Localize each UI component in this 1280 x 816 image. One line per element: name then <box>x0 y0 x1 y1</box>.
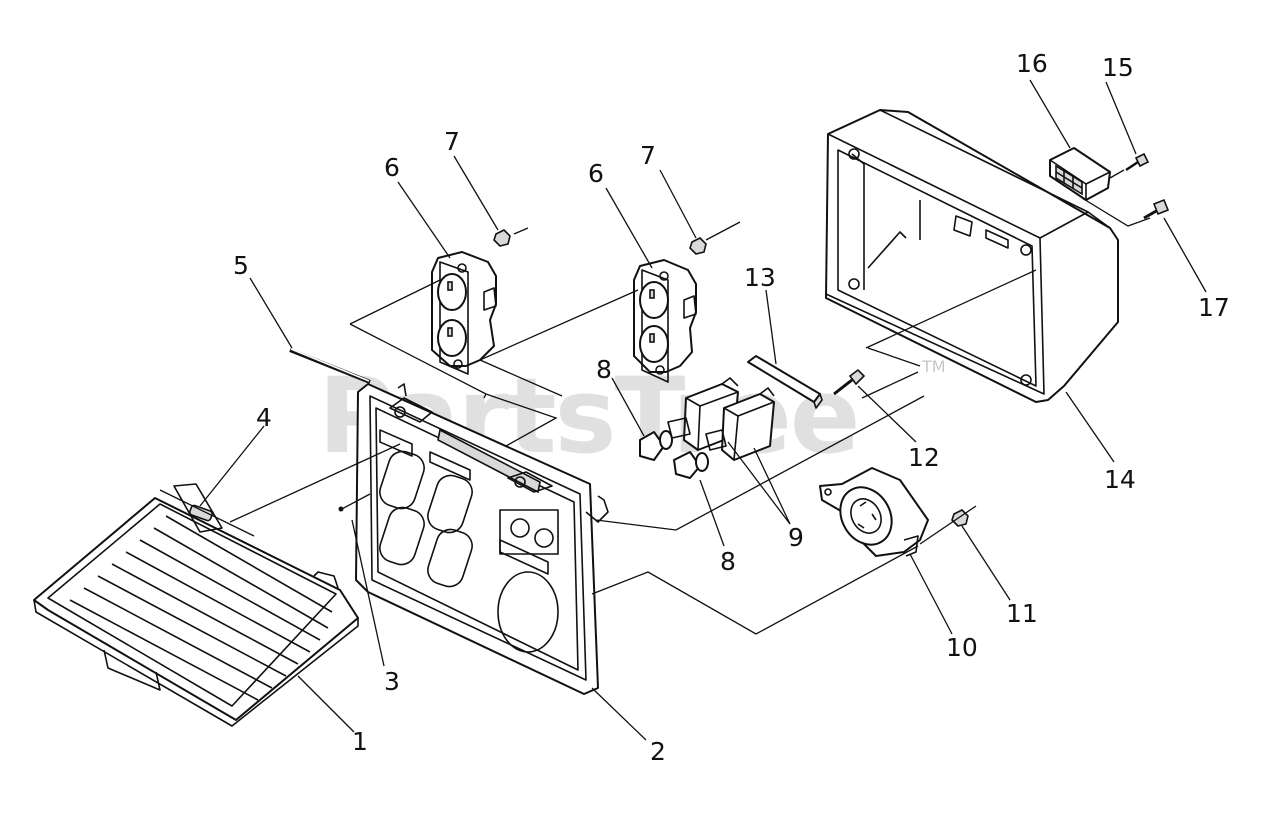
panel-outlet-openings <box>379 450 559 653</box>
part-13-bar[interactable] <box>747 355 823 409</box>
callout-11: 11 <box>1006 599 1038 628</box>
callout-1: 1 <box>352 727 368 756</box>
callout-8-lower: 8 <box>720 547 736 576</box>
callout-15: 15 <box>1102 53 1134 82</box>
part-10-twistlock-receptacle[interactable] <box>819 467 929 557</box>
part-16-terminal-block[interactable] <box>1049 147 1111 201</box>
part-2-control-panel[interactable] <box>355 383 609 695</box>
part-17-screw[interactable] <box>1143 198 1170 220</box>
callout-14: 14 <box>1104 465 1136 494</box>
part-7-nut-left[interactable] <box>493 229 511 247</box>
part-9-breaker-lower[interactable] <box>705 387 775 461</box>
cover-ribs <box>69 515 333 701</box>
part-6-receptacle-right[interactable] <box>633 259 697 383</box>
part-7-nut-right[interactable] <box>689 237 707 255</box>
callout-7-left: 7 <box>444 127 460 156</box>
callout-13: 13 <box>744 263 776 292</box>
callout-17: 17 <box>1198 293 1230 322</box>
callout-7-right: 7 <box>640 141 656 170</box>
part-5-rod[interactable] <box>289 348 371 384</box>
part-15-screw[interactable] <box>1125 152 1150 172</box>
part-6-receptacle-left[interactable] <box>431 251 497 375</box>
part-8-lamp-lower[interactable] <box>673 451 709 479</box>
callout-3: 3 <box>384 667 400 696</box>
callout-9: 9 <box>788 523 804 552</box>
watermark-trademark: TM <box>921 357 946 376</box>
callout-12: 12 <box>908 443 940 472</box>
callout-4: 4 <box>256 403 272 432</box>
callout-8-upper: 8 <box>596 355 612 384</box>
part-8-lamp-upper[interactable] <box>639 430 673 461</box>
assembly-lines <box>159 169 1151 635</box>
leader-lines <box>199 79 1207 741</box>
part-1-cover[interactable] <box>33 483 359 727</box>
callout-6-right: 6 <box>588 159 604 188</box>
part-12-screw[interactable] <box>833 368 866 396</box>
part-14-housing[interactable] <box>825 109 1119 403</box>
callout-10: 10 <box>946 633 978 662</box>
callout-6-left: 6 <box>384 153 400 182</box>
callout-numbers: 1 2 3 4 5 6 7 6 7 8 8 9 10 11 12 13 14 1… <box>233 49 1230 766</box>
callout-16: 16 <box>1016 49 1048 78</box>
callout-5: 5 <box>233 251 249 280</box>
part-4-pad[interactable] <box>188 504 214 522</box>
callout-2: 2 <box>650 737 666 766</box>
